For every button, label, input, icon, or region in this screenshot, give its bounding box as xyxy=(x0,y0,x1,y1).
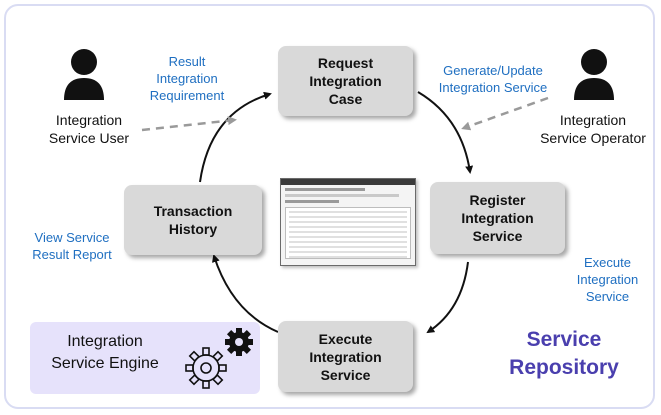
service-repository-title: Service Repository xyxy=(509,328,619,379)
view-report-annotation: View Service Result Report xyxy=(32,230,112,262)
actor-operator-label: Integration Service Operator xyxy=(540,112,646,146)
generate-update-annotation: Generate/Update Integration Service xyxy=(438,63,548,95)
arrow-transaction-to-request xyxy=(199,91,272,183)
request-integration-case-box: Request Integration Case xyxy=(278,46,413,116)
arrow-execute-to-transaction xyxy=(212,254,279,333)
gears-icon xyxy=(185,328,253,389)
execute-service-annotation: Execute Integration Service xyxy=(576,255,639,304)
arrow-operator-to-register xyxy=(461,96,549,131)
execute-integration-service-box: Execute Integration Service xyxy=(278,321,413,392)
register-integration-service-box: Register Integration Service xyxy=(430,182,565,254)
arrow-request-to-register xyxy=(417,91,474,174)
engine-label: Integration Service Engine xyxy=(51,333,159,372)
transaction-history-box: Transaction History xyxy=(124,185,262,255)
operator-person-icon xyxy=(574,49,614,100)
user-person-icon xyxy=(64,49,104,100)
arrow-user-to-request xyxy=(141,116,237,132)
application-screenshot-thumbnail xyxy=(280,178,416,266)
actor-user-label: Integration Service User xyxy=(48,112,130,146)
result-requirement-annotation: Result Integration Requirement xyxy=(149,54,225,103)
integration-service-engine-panel: Integration Service Engine xyxy=(30,322,260,394)
arrow-register-to-execute xyxy=(426,261,469,334)
